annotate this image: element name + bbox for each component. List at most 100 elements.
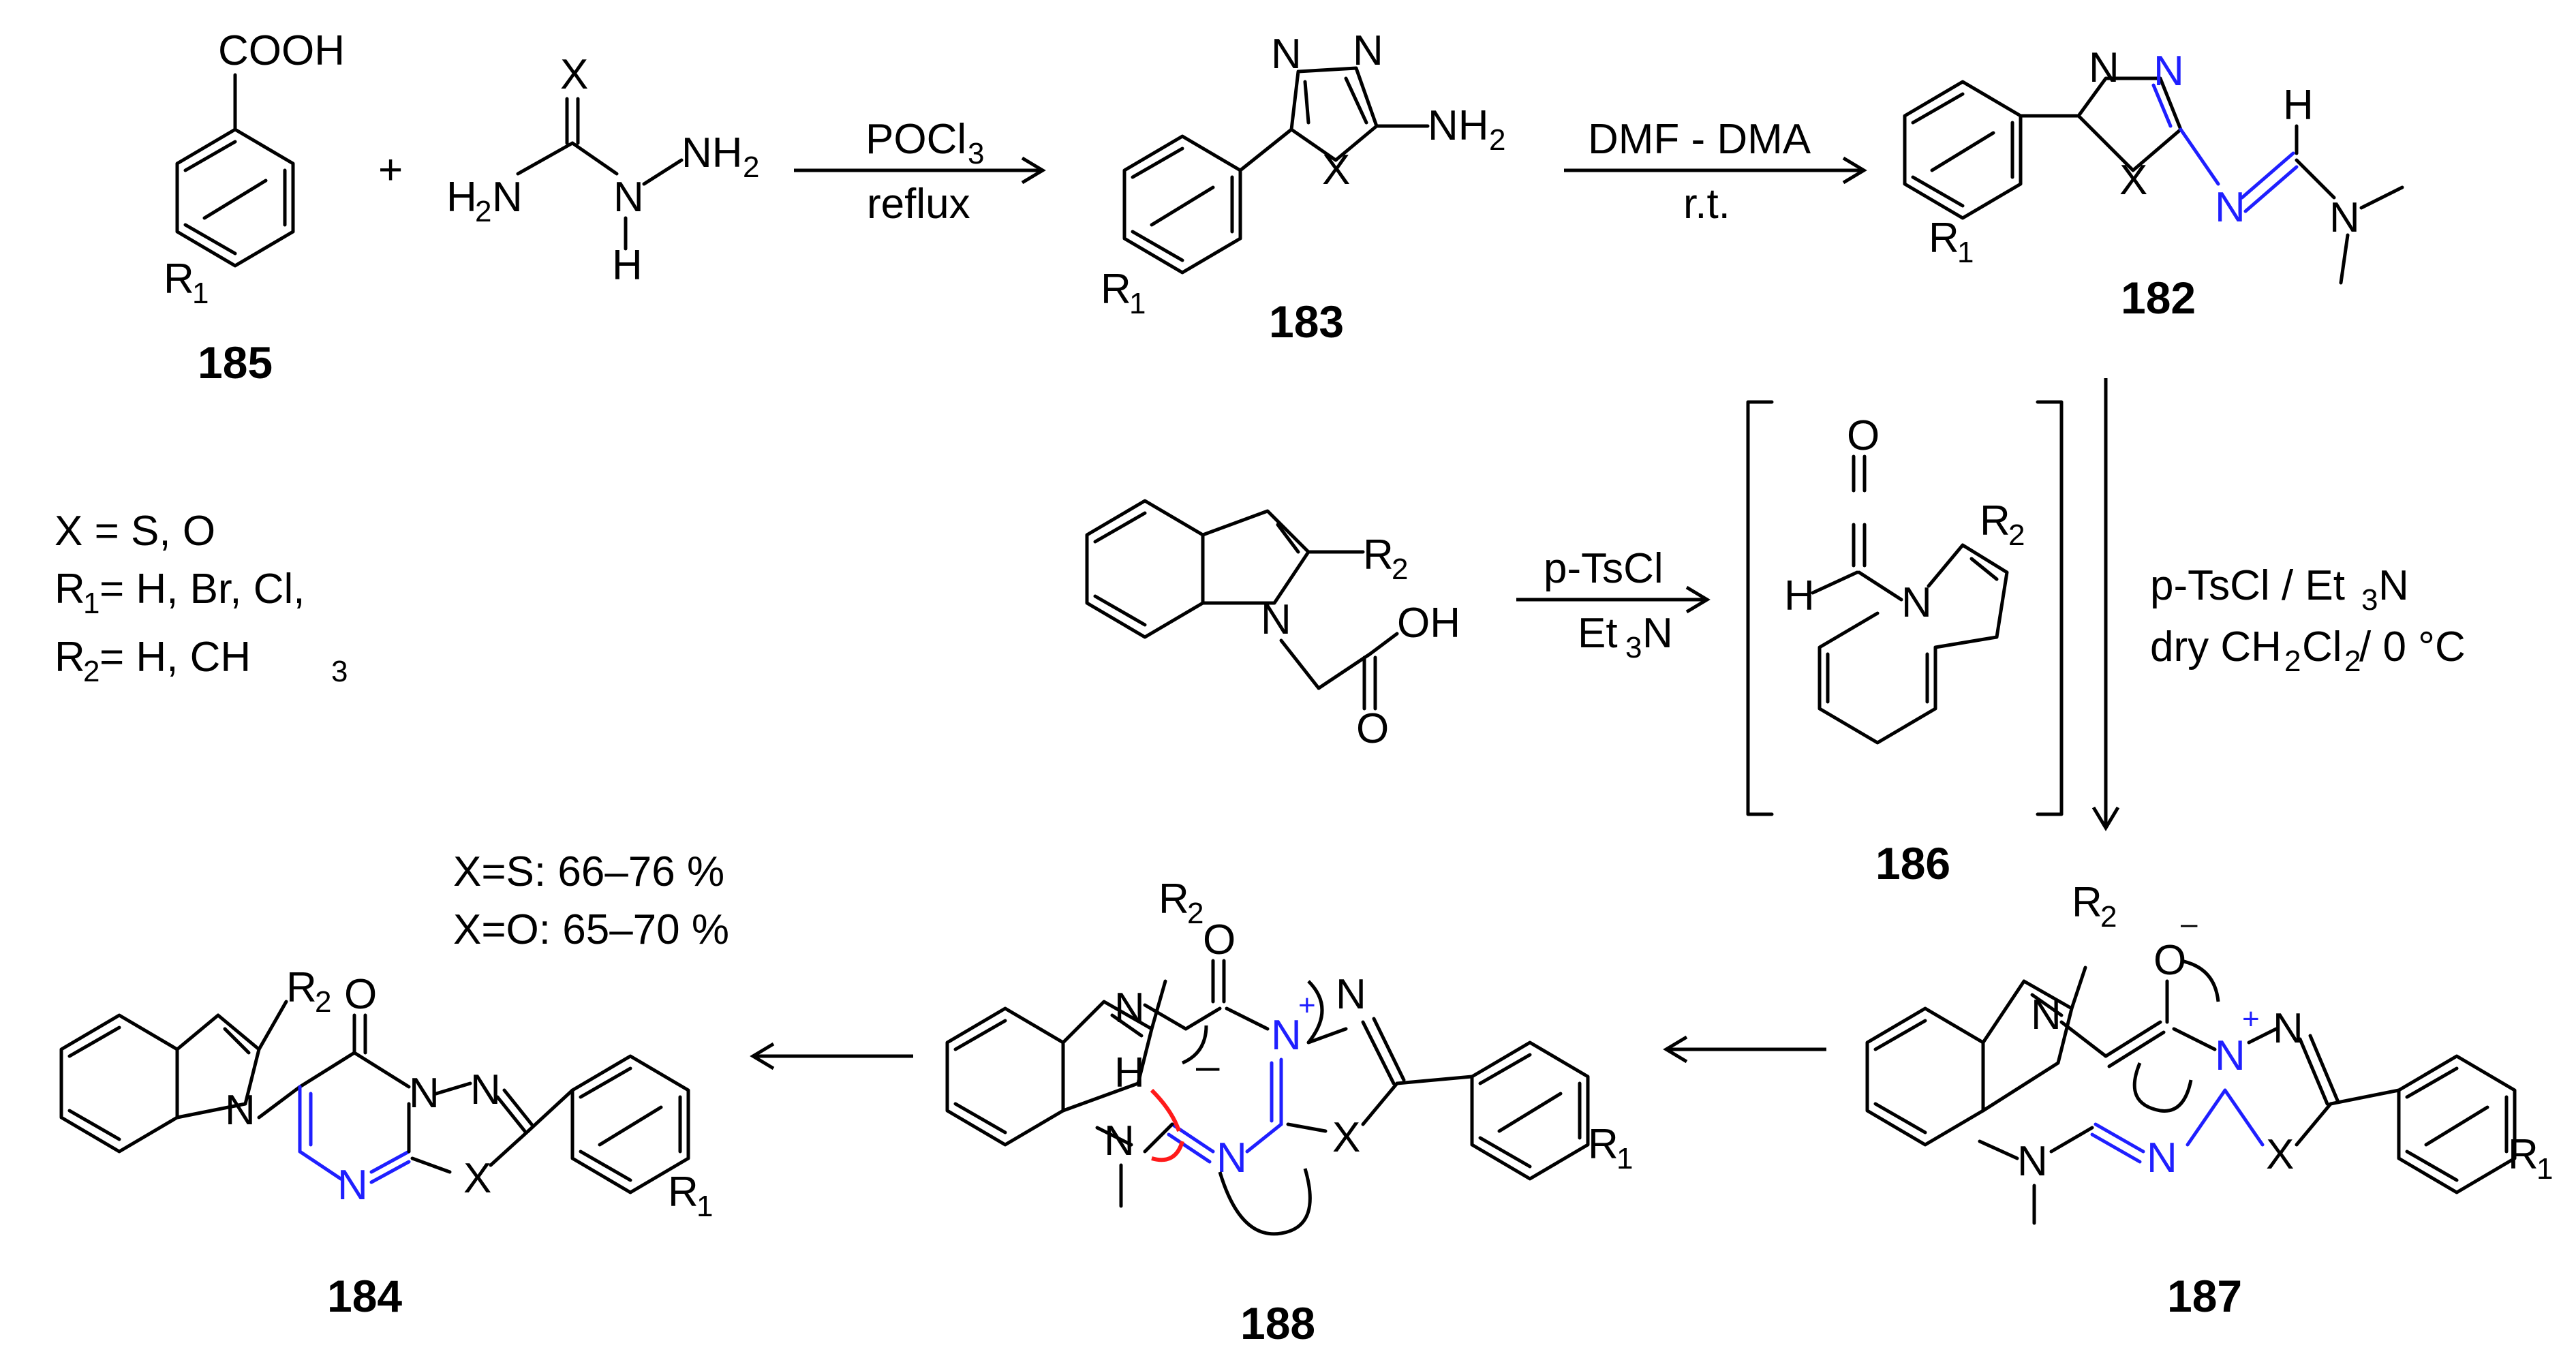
- nh2-label: NH: [681, 129, 743, 176]
- reagent-dmf-dma: DMF - DMA: [1588, 116, 1811, 163]
- svg-text:X: X: [2119, 157, 2147, 204]
- svg-text:2: 2: [2344, 645, 2361, 678]
- svg-text:2: 2: [1489, 123, 1505, 157]
- svg-text:Cl: Cl: [2302, 623, 2342, 670]
- arrow-step2: DMF - DMA r.t.: [1564, 116, 1867, 228]
- substituent-legend: X = S, O R 1 = H, Br, Cl, R 2 = H, CH 3: [55, 508, 348, 688]
- svg-text:2: 2: [2008, 519, 2025, 552]
- svg-text:N: N: [1353, 27, 1383, 74]
- r1-label: R: [164, 256, 194, 303]
- svg-text:2: 2: [475, 195, 491, 228]
- label-186: 186: [1875, 838, 1950, 889]
- svg-text:N: N: [337, 1162, 368, 1209]
- label-185: 185: [198, 337, 273, 388]
- svg-text:N: N: [492, 174, 523, 221]
- legend-x: X = S, O: [55, 508, 215, 555]
- svg-text:N: N: [1104, 1117, 1135, 1164]
- compound-188-intermediate: R 2 N H O N + N N N X R 1: [945, 876, 1633, 1348]
- svg-text:N: N: [1114, 985, 1145, 1032]
- svg-text:N: N: [409, 1070, 440, 1117]
- svg-text:2: 2: [2100, 900, 2117, 933]
- nh2-183: NH: [1428, 102, 1489, 149]
- svg-text:1: 1: [2536, 1152, 2553, 1186]
- svg-text:R: R: [1929, 215, 1959, 262]
- arrow-187-to-188: [1663, 1035, 1826, 1064]
- svg-text:OH: OH: [1397, 600, 1460, 647]
- svg-text:X: X: [463, 1155, 491, 1202]
- reagent-ptscl: p-TsCl: [1544, 545, 1663, 592]
- svg-text:X: X: [2266, 1131, 2294, 1178]
- nh-n-atom: N: [613, 174, 644, 221]
- svg-text:N: N: [2153, 48, 2184, 95]
- svg-text:R: R: [286, 964, 317, 1011]
- thiosemicarbazide: X H 2 N N H NH 2: [446, 51, 759, 289]
- svg-text:–: –: [1196, 1043, 1220, 1090]
- svg-text:N: N: [470, 1066, 501, 1113]
- svg-text:–: –: [2181, 907, 2198, 940]
- svg-text:N: N: [1642, 610, 1673, 657]
- svg-text:N: N: [2329, 194, 2360, 241]
- svg-text:N: N: [2089, 44, 2119, 91]
- svg-text:X: X: [1332, 1114, 1360, 1161]
- svg-text:N: N: [1271, 1012, 1302, 1059]
- svg-text:2: 2: [1392, 553, 1408, 586]
- cooh-label: COOH: [218, 27, 345, 74]
- svg-text:H: H: [1114, 1049, 1145, 1096]
- svg-text:3: 3: [1625, 631, 1642, 664]
- svg-text:1: 1: [1129, 287, 1146, 320]
- reagent-pocl3: POCl: [865, 116, 966, 163]
- svg-text:N: N: [2147, 1135, 2177, 1182]
- svg-text:O: O: [1847, 412, 1880, 459]
- legend-r1: = H, Br, Cl,: [99, 566, 305, 613]
- svg-text:R: R: [55, 634, 85, 681]
- svg-text:N: N: [2017, 1138, 2048, 1185]
- reagent-dry-ch2cl2: dry CH: [2150, 623, 2282, 670]
- svg-text:R: R: [1101, 266, 1131, 313]
- svg-text:1: 1: [1616, 1142, 1633, 1175]
- reagent-ptscl-et3n: p-TsCl / Et: [2150, 562, 2345, 609]
- svg-text:N: N: [2215, 184, 2245, 231]
- svg-text:O: O: [1356, 705, 1389, 752]
- label-187: 187: [2167, 1271, 2242, 1321]
- svg-text:2: 2: [1187, 897, 1203, 930]
- yield-xo: X=O: 65–70 %: [453, 906, 729, 953]
- reagent-reflux: reflux: [867, 181, 970, 228]
- svg-text:/ 0 °C: / 0 °C: [2359, 623, 2466, 670]
- svg-text:R: R: [1980, 497, 2010, 544]
- svg-text:N: N: [2273, 1005, 2303, 1052]
- svg-text:3: 3: [2361, 583, 2378, 617]
- svg-text:Et: Et: [1578, 610, 1618, 657]
- svg-text:2: 2: [743, 151, 759, 184]
- label-182: 182: [2121, 273, 2196, 323]
- svg-text:1: 1: [83, 587, 99, 620]
- svg-text:1: 1: [1957, 236, 1974, 269]
- r1-sub: 1: [192, 277, 209, 310]
- svg-text:H: H: [2283, 82, 2314, 129]
- svg-text:N: N: [225, 1087, 256, 1134]
- label-188: 188: [1240, 1298, 1315, 1348]
- compound-187-intermediate: R 2 N O – N + N X N N R 1 187: [1865, 879, 2553, 1321]
- compound-186-ketene: O H N R 2 186: [1746, 400, 2064, 889]
- svg-text:3: 3: [331, 655, 348, 688]
- yield-xs: X=S: 66–76 %: [453, 848, 724, 895]
- svg-text:+: +: [1298, 989, 1316, 1022]
- compound-182: N N X N H N R 1 182: [1903, 44, 2404, 323]
- h2n-label: H: [446, 174, 477, 221]
- label-184: 184: [327, 1271, 402, 1321]
- arrow-188-to-184: [750, 1042, 913, 1070]
- svg-text:3: 3: [968, 137, 984, 170]
- yields: X=S: 66–76 % X=O: 65–70 %: [453, 848, 729, 953]
- svg-text:R: R: [668, 1169, 699, 1216]
- svg-text:R: R: [1588, 1121, 1619, 1168]
- svg-text:N: N: [1261, 596, 1291, 643]
- compound-183: N N X NH 2 R 1 183: [1101, 27, 1505, 347]
- svg-text:R: R: [2508, 1131, 2539, 1178]
- arrow-step4: p-TsCl / Et 3 N dry CH 2 Cl 2 / 0 °C: [2091, 378, 2466, 831]
- svg-text:N: N: [1901, 579, 1932, 626]
- svg-text:O: O: [1203, 916, 1236, 963]
- svg-text:X: X: [1322, 146, 1350, 194]
- svg-text:+: +: [2242, 1002, 2260, 1036]
- svg-text:N: N: [1271, 31, 1302, 78]
- svg-text:2: 2: [2284, 645, 2301, 678]
